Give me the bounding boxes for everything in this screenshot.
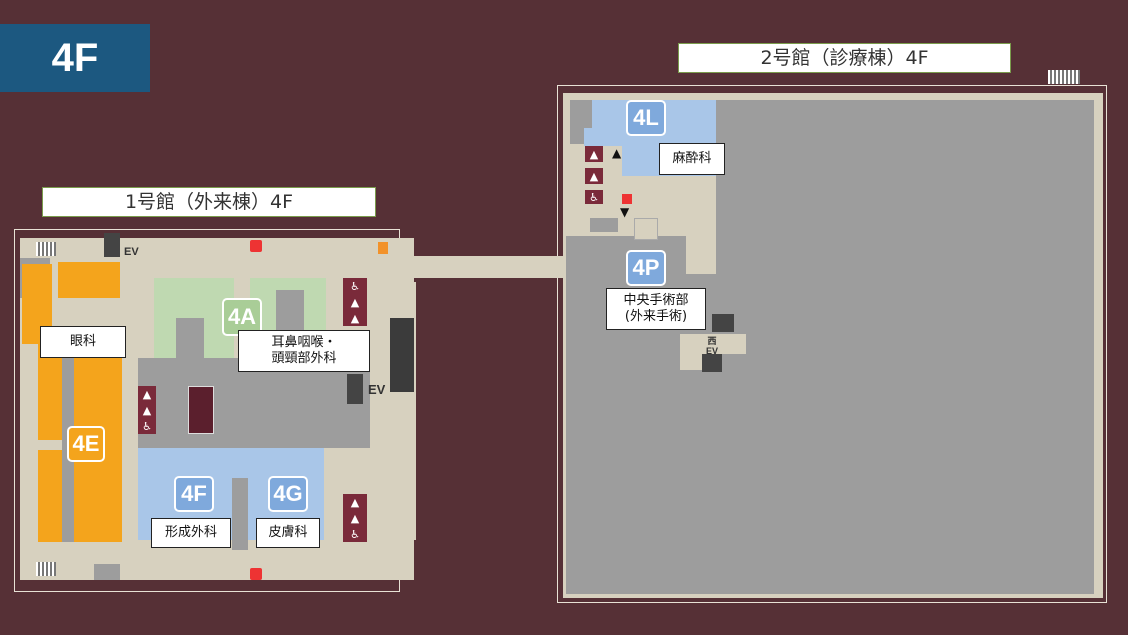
zone-4L: 4L (626, 100, 666, 136)
zone-4A: 4A (222, 298, 262, 336)
zone-4G: 4G (268, 476, 308, 512)
ev-label-top: EV (124, 246, 139, 258)
dept-ophthalmology: 眼科 (40, 326, 126, 358)
zone-4P: 4P (626, 250, 666, 286)
building-1-title: 1号館（外来棟）4F (42, 187, 376, 217)
zone-4E: 4E (67, 426, 105, 462)
dept-ent: 耳鼻咽喉・ 頭頸部外科 (238, 330, 370, 372)
dept-plastic-surgery: 形成外科 (151, 518, 231, 548)
ev-label-west: 西 EV (706, 336, 719, 356)
floor-badge: 4F (0, 24, 150, 92)
zone-4F: 4F (174, 476, 214, 512)
building-2-title: 2号館（診療棟）4F (678, 43, 1011, 73)
dept-anesthesiology: 麻酔科 (659, 143, 725, 175)
dept-central-surgery: 中央手術部 (外来手術) (606, 288, 706, 330)
ev-label-mid: EV (368, 382, 386, 397)
dept-dermatology: 皮膚科 (256, 518, 320, 548)
